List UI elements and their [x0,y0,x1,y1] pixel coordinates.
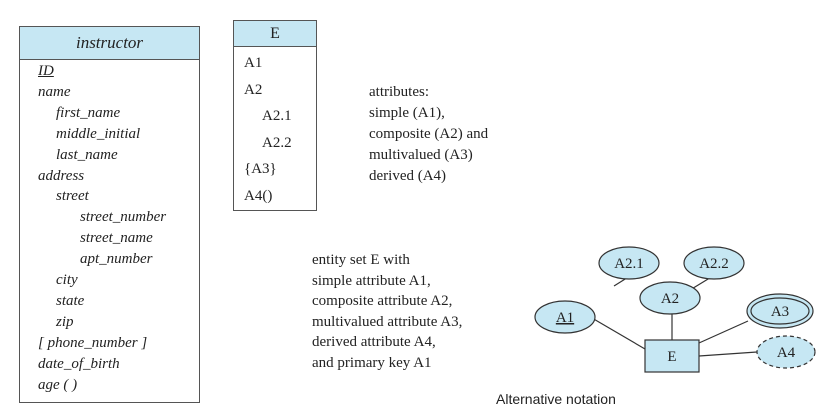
entity-e-label: E [667,349,676,365]
instructor-attribute: address [38,167,85,184]
note-line: attributes: [369,84,429,100]
entity-e-attribute: {A3} [244,161,277,177]
instructor-attribute: street [56,188,89,205]
note-line: derived (A4) [369,168,447,184]
attr-a22-label: A2.2 [699,256,729,272]
line-a1-e [591,317,646,350]
entity-e-attribute: A4() [244,187,273,204]
note-line: and primary key A1 [312,355,432,371]
instructor-attribute: name [38,83,71,100]
instructor-attribute: apt_number [80,251,153,268]
attr-a3-inner-ellipse [750,297,810,325]
instructor-attribute: date_of_birth [38,355,120,372]
instructor-attribute: street_number [80,209,167,226]
note-line: simple (A1), [369,105,445,121]
attr-a1-label: A1 [556,310,574,326]
attr-a21-label: A2.1 [614,256,644,272]
note-line: derived attribute A4, [312,334,436,351]
instructor-attribute: middle_initial [56,125,141,142]
instructor-attribute: first_name [56,104,121,121]
entity-e-attribute: A2 [244,81,263,98]
instructor-entity-title: instructor [20,27,199,60]
line-a3-e [698,320,749,344]
note-line: composite attribute A2, [312,293,453,310]
note-line: simple attribute A1, [312,272,431,289]
entity-e-attribute: A2.1 [262,108,292,124]
instructor-attribute: zip [56,313,74,330]
note-line: multivalued attribute A3, [312,313,463,330]
note-line: entity set E with [312,252,410,268]
instructor-attribute: ID [38,63,54,79]
entity-e-rect [644,339,700,373]
entity-e-attribute: A1 [244,55,263,71]
instructor-attribute: street_name [80,230,153,247]
instructor-attribute: [ phone_number ] [38,334,148,351]
instructor-attribute: last_name [56,146,118,163]
instructor-attribute: age ( ) [38,376,78,393]
instructor-attribute: state [56,292,85,309]
entity-e-attribute: A2.2 [262,134,292,151]
instructor-entity-box: instructor ID name first_name middle_initia… [19,26,200,403]
alternative-notation-caption: Alternative notation [496,391,616,407]
attr-a4-dashed-ellipse [756,335,816,369]
attr-a22-ellipse [683,246,745,280]
entity-e-title: E [234,21,316,47]
line-a4-e [698,351,758,357]
note-line: composite (A2) and [369,126,489,142]
attr-a2-ellipse [639,281,701,315]
attr-a21-ellipse [598,246,660,280]
attr-a3-label: A3 [771,304,789,320]
instructor-attribute: city [56,272,78,288]
note-line: multivalued (A3) [369,147,473,163]
attr-a2-label: A2 [661,291,679,307]
attr-a4-label: A4 [777,345,796,361]
attr-a1-ellipse [534,300,596,334]
